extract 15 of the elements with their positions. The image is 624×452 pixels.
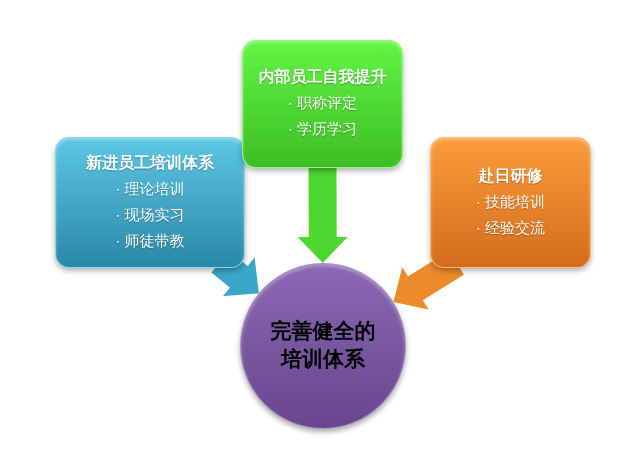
list-item: · 职称评定 [288, 94, 358, 114]
list-item: · 师徒带教 [115, 232, 185, 252]
list-item: · 现场实习 [115, 206, 185, 226]
box-heading: 新进员工培训体系 [86, 153, 214, 174]
list-item: · 经验交流 [476, 218, 546, 238]
box-heading: 内部员工自我提升 [258, 67, 386, 88]
block-arrow [298, 168, 348, 263]
category-box [55, 137, 245, 268]
list-item: · 技能培训 [476, 192, 546, 212]
list-item: · 学历学习 [288, 120, 358, 140]
category-box [242, 40, 403, 168]
list-item: · 理论培训 [115, 180, 185, 200]
circle-label: 完善健全的培训体系 [270, 318, 376, 373]
category-box [430, 137, 591, 268]
box-heading: 赴日研修 [478, 166, 542, 186]
